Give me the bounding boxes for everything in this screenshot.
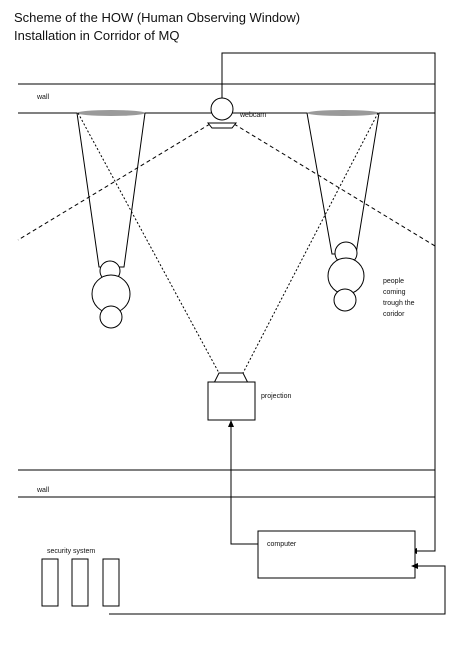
- right-spotlight-lens: [307, 110, 379, 116]
- right-light-cone: [306, 112, 380, 255]
- webcam-icon: [210, 97, 234, 121]
- people-label-line3: trough the: [383, 300, 415, 307]
- computer-to-projector-line: [230, 426, 258, 545]
- left-spotlight-lens: [77, 110, 145, 116]
- bottom-wall-label: wall: [36, 487, 50, 494]
- security-system-label: security system: [47, 548, 95, 555]
- projection-label: projection: [261, 393, 291, 400]
- computer-label: computer: [267, 541, 297, 548]
- webcam-view-left: [17, 123, 211, 241]
- projector-icon: [207, 381, 256, 421]
- diagram-title-line1: Scheme of the HOW (Human Observing Windo…: [14, 10, 300, 25]
- top-wall-label: wall: [36, 94, 50, 101]
- left-person-feet: [99, 305, 123, 329]
- security-to-computer-arrowhead: [411, 563, 418, 569]
- webcam-cable: [221, 52, 436, 552]
- security-unit-1: [41, 558, 59, 607]
- people-label-line4: coridor: [383, 311, 405, 318]
- security-unit-3: [102, 558, 120, 607]
- right-person-feet: [333, 288, 357, 312]
- computer-box: [257, 530, 416, 579]
- projection-ray-left: [77, 112, 220, 374]
- left-light-cone: [76, 112, 146, 268]
- projection-ray-right: [242, 112, 379, 374]
- computer-to-projector-arrowhead: [228, 420, 234, 427]
- diagram-title-line2: Installation in Corridor of MQ: [14, 28, 179, 43]
- people-label-line1: people: [383, 278, 404, 285]
- webcam-label: webcam: [239, 112, 266, 119]
- security-unit-2: [71, 558, 89, 607]
- webcam-view-right: [233, 123, 436, 247]
- webcam-base: [206, 122, 238, 129]
- people-label-line2: coming: [383, 289, 406, 296]
- security-to-computer-cable: [109, 565, 446, 615]
